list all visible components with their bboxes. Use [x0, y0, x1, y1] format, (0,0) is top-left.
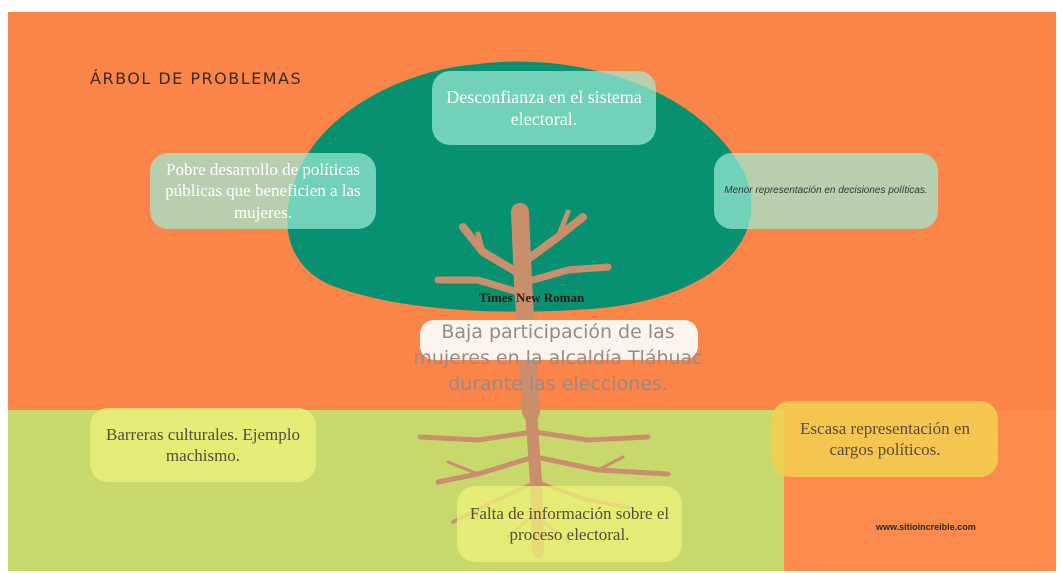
cause-box-bottom: Falta de información sobre el proceso el…: [457, 486, 682, 562]
branch-left-twig: [475, 231, 486, 255]
branch-right-lower: [522, 263, 612, 286]
root-right-2: [533, 454, 671, 477]
effect-box-right: Menor representación en decisiones polít…: [714, 153, 938, 229]
effect-text-top: Desconfianza en el sistema electoral.: [446, 86, 642, 130]
central-problem-text: Baja participación de las mujeres en la …: [413, 321, 703, 395]
cause-text-right: Escasa representación en cargos político…: [800, 418, 970, 459]
font-label: Times New Roman: [479, 290, 585, 305]
website-watermark: www.sitioincreible.com: [876, 522, 976, 532]
cause-text-left: Barreras culturales. Ejemplo machismo.: [105, 424, 300, 465]
page-title: ÁRBOL DE PROBLEMAS: [90, 69, 303, 88]
cause-box-right: Escasa representación en cargos político…: [772, 401, 998, 477]
root-left-1: [417, 429, 536, 443]
problem-tree-canvas: ÁRBOL DE PROBLEMAS Desconfianza en el si…: [8, 12, 1056, 571]
cause-text-bottom: Falta de información sobre el proceso el…: [469, 503, 670, 544]
root-left-2: [435, 454, 537, 485]
cause-box-left: Barreras culturales. Ejemplo machismo.: [90, 408, 316, 482]
root-right-1: [532, 429, 651, 443]
tree-branches: [434, 203, 612, 421]
effect-text-left: Pobre desarrollo de políticas públicas q…: [165, 160, 361, 222]
root-left-4: [446, 460, 480, 476]
central-problem-highlight: [420, 320, 698, 360]
effect-box-left: Pobre desarrollo de políticas públicas q…: [150, 153, 376, 229]
effect-text-right: Menor representación en decisiones polít…: [724, 184, 928, 196]
root-right-4: [596, 455, 625, 472]
branch-left-lower: [434, 276, 522, 296]
branch-right-twig: [555, 209, 571, 240]
effect-box-top: Desconfianza en el sistema electoral.: [432, 71, 656, 145]
